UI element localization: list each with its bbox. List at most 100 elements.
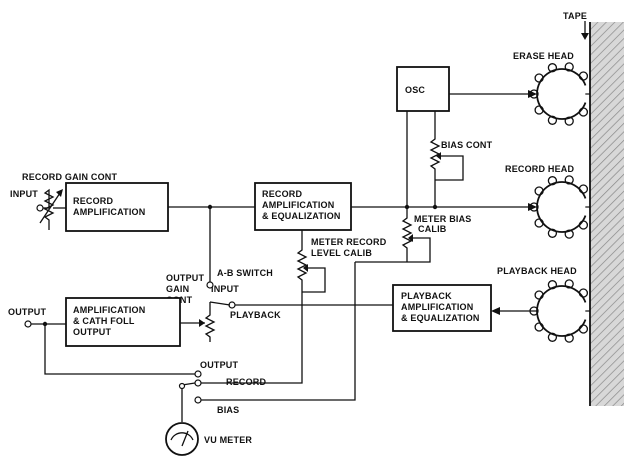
osc-label: OSC xyxy=(405,85,425,95)
switch-blade xyxy=(209,301,231,306)
head-coil-loop xyxy=(534,290,544,300)
meter-record-resistor xyxy=(296,244,308,292)
playback-eq-label-2: AMPLIFICATION xyxy=(401,302,473,312)
head-coil-loop xyxy=(547,228,558,238)
head-coil-loop xyxy=(578,184,589,194)
playback-eq-label-3: & EQUALIZATION xyxy=(401,313,480,323)
head-coil-loop xyxy=(534,218,544,228)
bias-cont-wiper-arrow xyxy=(436,152,441,160)
output-amp-box xyxy=(65,297,181,347)
switch-input-label: INPUT xyxy=(211,284,239,294)
head-coil-loop xyxy=(534,322,544,332)
osc-erase-arrowhead xyxy=(528,90,537,98)
record-eq-label-3: & EQUALIZATION xyxy=(262,211,341,221)
head-coil-loop xyxy=(564,229,574,239)
meter-output-label: OUTPUT xyxy=(200,360,238,370)
playback-eq-box xyxy=(392,284,492,332)
bias-cont-wiper xyxy=(435,155,464,181)
record-amp-box xyxy=(65,182,169,232)
head-coil-loop xyxy=(578,107,589,117)
record-eq-label-1: RECORD xyxy=(262,189,303,199)
switch-playback-label: PLAYBACK xyxy=(230,310,281,320)
meter-bias-switch-label: BIAS xyxy=(217,405,239,415)
meter-record-terminal xyxy=(194,379,202,387)
meter-bias-to-switch-wire xyxy=(200,262,356,401)
head-coil-loop xyxy=(578,220,589,230)
output-amp-label-1: AMPLIFICATION xyxy=(73,305,145,315)
tape-label: TAPE xyxy=(563,11,587,21)
record-gain-arrowhead xyxy=(56,189,63,197)
head-core xyxy=(536,68,587,120)
record-amp-label-1: RECORD xyxy=(73,196,114,206)
meter-record-label-2: LEVEL CALIB xyxy=(311,248,372,258)
output-gain-resistor xyxy=(204,312,216,342)
output-gain-label-2: GAIN xyxy=(166,284,189,294)
playback-head: PLAYBACK HEAD xyxy=(497,266,590,343)
playback-eq-arrowhead xyxy=(491,307,500,315)
meter-record-wiper xyxy=(302,267,326,293)
junction-dot-3 xyxy=(404,204,410,210)
meter-record-label-1: METER RECORD xyxy=(311,237,387,247)
meter-record-wiper-arrow xyxy=(303,264,308,272)
head-coil-loop xyxy=(547,63,558,73)
ab-switch-label: A-B SWITCH xyxy=(217,268,273,278)
meter-output-terminal xyxy=(194,370,202,378)
head-coil-loop xyxy=(578,324,589,334)
bias-cont-label: BIAS CONT xyxy=(441,140,493,150)
output-amp-label-3: OUTPUT xyxy=(73,327,111,337)
vu-meter-label: VU METER xyxy=(204,435,252,445)
playback-eq-label-1: PLAYBACK xyxy=(401,291,452,301)
head-coil-loop xyxy=(547,115,558,125)
erase-head-label: ERASE HEAD xyxy=(513,51,574,61)
output-gain-wiper-arrow xyxy=(199,319,205,327)
meter-bias-wiper xyxy=(407,237,431,263)
head-coil-loop xyxy=(564,279,574,289)
junction-dot-2 xyxy=(432,204,438,210)
output-to-meter-switch-wire xyxy=(44,324,198,375)
tape-direction-arrowhead xyxy=(581,33,589,40)
head-coil-loop xyxy=(578,71,589,81)
meter-bias-wiper-arrow xyxy=(408,234,413,242)
meter-record-to-switch-wire xyxy=(198,292,303,384)
head-coil-loop xyxy=(564,116,574,126)
vu-meter-icon xyxy=(165,422,199,456)
meter-switch-pivot xyxy=(178,382,186,390)
head-coil-loop xyxy=(547,176,558,186)
switch-input-terminal xyxy=(206,281,214,289)
input-label: INPUT xyxy=(10,189,38,199)
record-eq-label-2: AMPLIFICATION xyxy=(262,200,334,210)
head-coil-loop xyxy=(564,333,574,343)
record-head: RECORD HEAD xyxy=(505,164,590,239)
meter-bias-resistor xyxy=(401,212,413,262)
head-coil-loop xyxy=(534,186,544,196)
output-amp-label-2: & CATH FOLL xyxy=(73,316,135,326)
input-terminal xyxy=(36,204,44,212)
record-head-arrowhead xyxy=(528,203,537,211)
vu-meter-scale xyxy=(170,432,194,441)
head-coil-loop xyxy=(578,288,589,298)
meter-bias-label-1: METER BIAS xyxy=(414,214,472,224)
playback-head-label: PLAYBACK HEAD xyxy=(497,266,577,276)
head-coil-loop xyxy=(534,105,544,115)
head-coil-loop xyxy=(564,175,574,185)
head-core xyxy=(536,285,587,337)
record-gain-resistor xyxy=(43,188,55,230)
meter-bias-label-2: CALIB xyxy=(418,224,447,234)
record-head-label: RECORD HEAD xyxy=(505,164,575,174)
record-gain-arrow xyxy=(39,192,61,224)
output-terminal xyxy=(24,320,32,328)
osc-box xyxy=(396,66,450,112)
head-coil-loop xyxy=(547,332,558,342)
tape-strip xyxy=(590,22,624,406)
meter-bias-terminal xyxy=(194,396,202,404)
vu-meter-needle xyxy=(181,430,189,447)
head-core xyxy=(536,181,587,233)
output-gain-label-1: OUTPUT xyxy=(166,273,204,283)
head-coil-loop xyxy=(534,73,544,83)
record-gain-label: RECORD GAIN CONT xyxy=(22,172,118,182)
erase-head: ERASE HEAD xyxy=(513,51,590,126)
head-coil-loop xyxy=(547,280,558,290)
output-left-label: OUTPUT xyxy=(8,307,46,317)
head-coil-loop xyxy=(564,62,574,72)
